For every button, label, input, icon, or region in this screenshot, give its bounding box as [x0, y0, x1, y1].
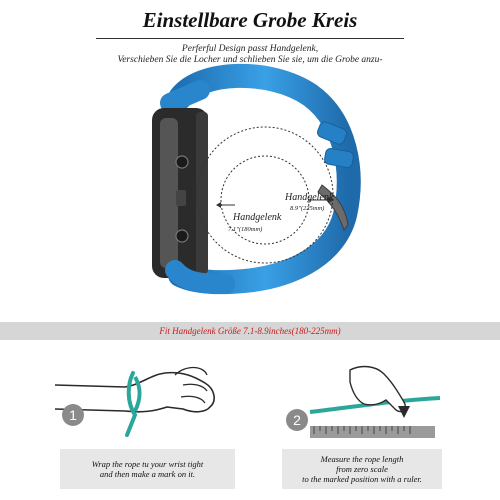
- step-1-number: 1: [62, 404, 84, 426]
- finger-outline: [174, 366, 208, 404]
- rope: [125, 371, 138, 437]
- subtitle-line-1: Perferful Design passt Handgelenk,: [181, 44, 319, 54]
- watch-button: [176, 190, 186, 206]
- page-title: Einstellbare Grobe Kreis: [142, 8, 358, 32]
- forearm-outline: [55, 371, 215, 413]
- step-2-number: 2: [286, 409, 308, 431]
- inner-size-label: Handgelenk: [233, 212, 282, 223]
- fit-size-banner: Fit Handgelenk Größe 7.1-8.9inches(180-2…: [0, 322, 500, 340]
- watch-case-edge: [196, 112, 208, 274]
- step-1-line-1: Wrap the rope tu your wrist tight: [91, 459, 204, 469]
- ruler-illustration: [310, 426, 435, 438]
- buckle-pin: [317, 184, 349, 232]
- screw-icon: [175, 155, 189, 169]
- watch-strap-top: [160, 80, 210, 113]
- ruler: [310, 426, 435, 438]
- measuring-hand-illustration: [309, 365, 441, 418]
- ruler-ticks: [313, 426, 411, 434]
- title-underline: [96, 38, 404, 39]
- step-1-line-2: and then make a mark on it.: [99, 469, 196, 479]
- rope-end: [133, 375, 142, 412]
- watch-strap-bottom: [165, 260, 235, 294]
- outer-size-value: 8.9"(225mm): [290, 205, 325, 212]
- outer-size-label: Handgelenk: [285, 192, 334, 203]
- outer-size-circle: [196, 126, 334, 264]
- watch-bezel: [160, 118, 178, 268]
- subtitle-line-2: Verschieben Sie die Locher und schlieben…: [117, 55, 383, 65]
- inner-size-value: 7.1"(180mm): [228, 226, 263, 233]
- strap-keeper-2: [324, 147, 354, 169]
- step-2-instructions: Measure the rope length from zero scale …: [282, 449, 442, 489]
- marker-arrow-icon: [398, 406, 410, 418]
- step-1-instructions: Wrap the rope tu your wrist tight and th…: [60, 449, 235, 489]
- screw-icon: [175, 229, 189, 243]
- strap-keeper-1: [317, 121, 347, 145]
- wrist-wrap-illustration: [55, 366, 215, 437]
- step-2-line-3: to the marked position with a ruler.: [302, 474, 422, 484]
- step-2-line-2: from zero scale: [336, 464, 388, 474]
- watch-band-illustration: [152, 63, 361, 295]
- step-2-line-1: Measure the rope length: [320, 454, 404, 464]
